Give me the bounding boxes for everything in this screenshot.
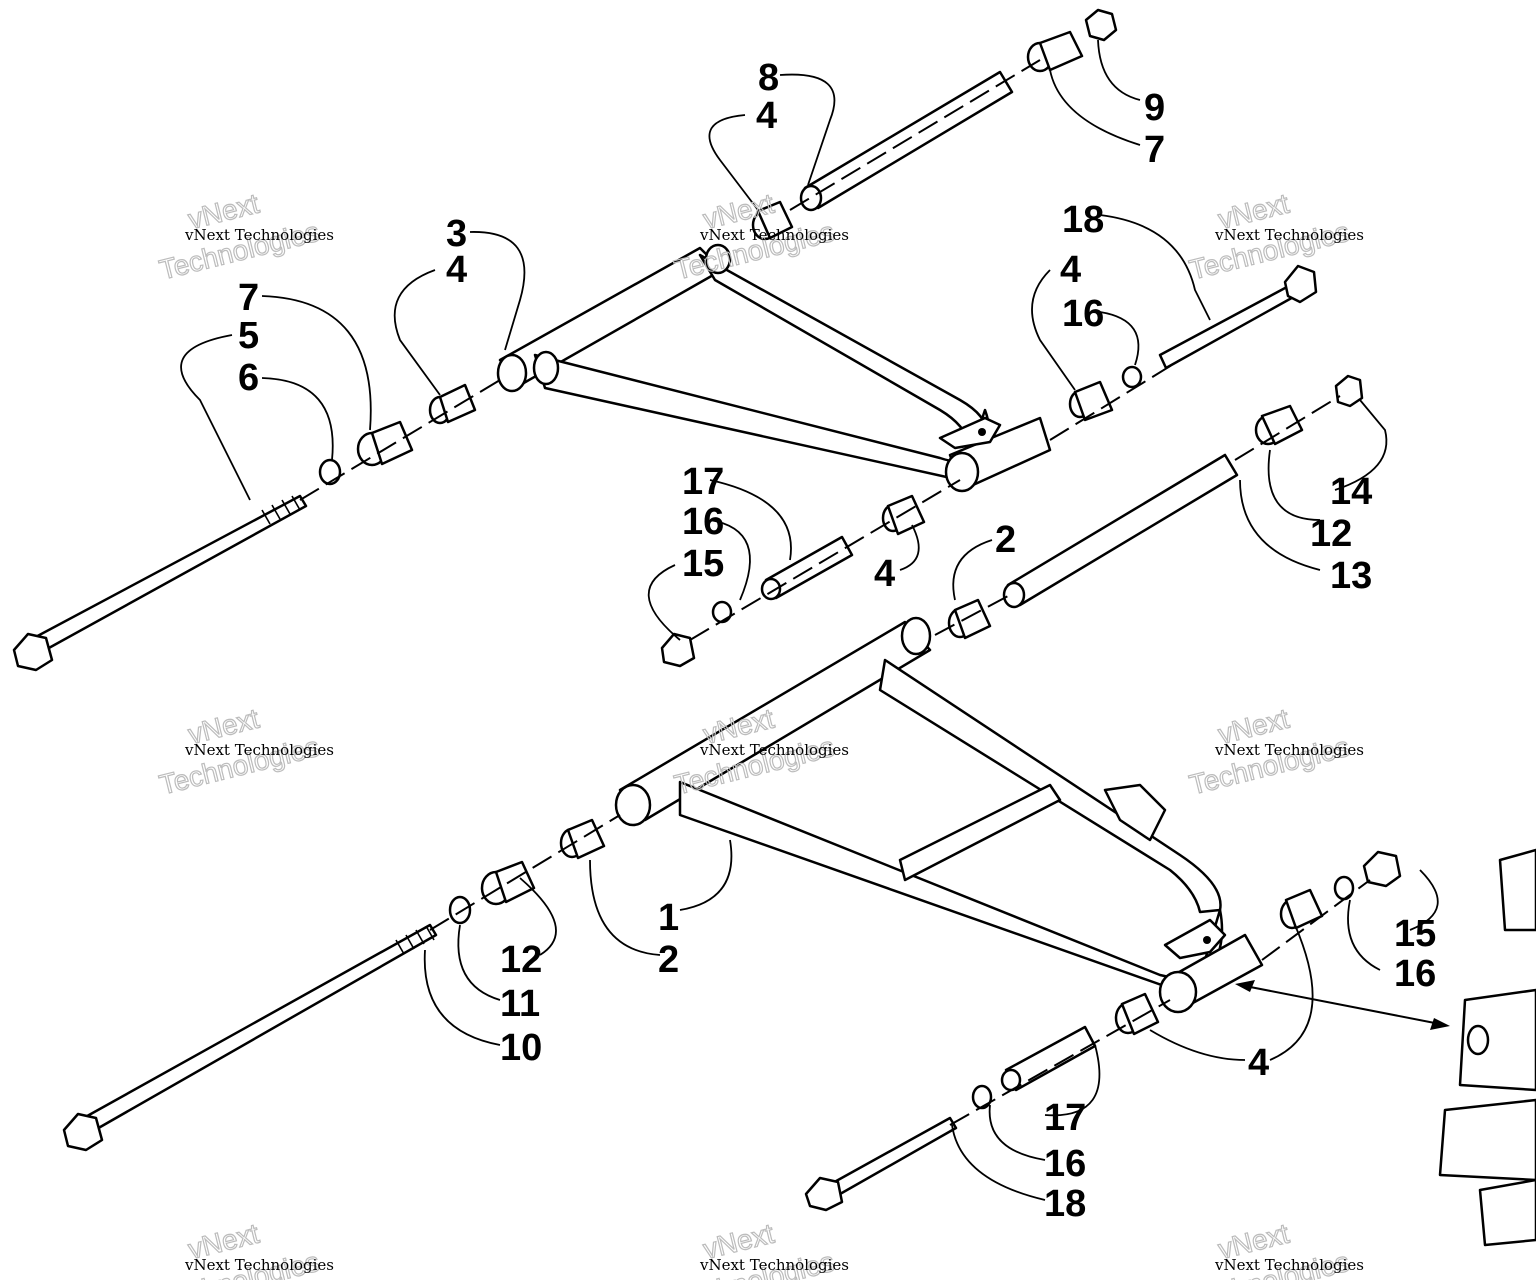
svg-text:vNext Technologies: vNext Technologies [184,741,334,759]
callout-1: 1 [658,897,679,939]
callout-10: 10 [500,1027,542,1069]
callout-18: 18 [1044,1183,1086,1225]
watermark: vNext Technologies vNext Technologies [1186,702,1364,801]
callout-9: 9 [1144,87,1165,129]
callout-4: 4 [1248,1042,1269,1084]
upper-right-bolt [1158,264,1318,370]
lower-a-arm [614,616,1264,1014]
svg-text:vNext Technologies: vNext Technologies [1214,1256,1364,1274]
callout-2: 2 [658,939,679,981]
svg-text:vNext Technologies: vNext Technologies [184,1256,334,1274]
callout-12: 12 [500,939,542,981]
callout-6: 6 [238,357,259,399]
callout-16: 16 [1044,1143,1086,1185]
svg-text:vNext Technologies: vNext Technologies [699,226,849,244]
callout-4: 4 [1060,249,1081,291]
frame-bracket [1438,848,1536,1247]
upper-a-arm [496,243,1052,493]
callout-8: 8 [758,57,779,99]
svg-text:vNext Technologies: vNext Technologies [184,226,334,244]
callout-5: 5 [238,315,259,357]
callout-2: 2 [995,519,1016,561]
callout-17: 17 [1044,1097,1086,1139]
watermark: vNext Technologies vNext Technologies [1186,1217,1364,1280]
callout-15: 15 [682,543,724,585]
callout-14: 14 [1330,471,1372,513]
upper-long-bolt [12,494,308,672]
axis-lines [299,59,1371,1126]
callout-18: 18 [1062,199,1104,241]
lower-shaft [1002,453,1239,609]
watermark: vNext Technologies vNext Technologies [156,1217,334,1280]
callout-4: 4 [874,553,895,595]
svg-text:vNext Technologies: vNext Technologies [699,741,849,759]
callout-labels: 1 2 2 3 4 4 4 4 4 5 6 7 7 8 9 10 11 12 1… [238,57,1436,1225]
watermark: vNext Technologies vNext Technologies [156,702,334,801]
lower-long-bolt [62,923,438,1152]
bushings [318,8,1402,1110]
callout-7: 7 [238,277,259,319]
callout-7: 7 [1144,129,1165,171]
callout-17: 17 [682,461,724,503]
mounting-arrow [1235,980,1450,1030]
watermark: vNext Technologies vNext Technologies [1186,187,1364,286]
spacer-17-lower [1000,1025,1097,1092]
lower-right-bolt [804,1116,958,1212]
callout-12: 12 [1310,513,1352,555]
callout-4: 4 [446,249,467,291]
callout-4: 4 [756,95,777,137]
svg-text:vNext Technologies: vNext Technologies [1214,226,1364,244]
callout-11: 11 [500,983,540,1025]
watermark: vNext Technologies vNext Technologies [671,1217,849,1280]
callout-16: 16 [682,501,724,543]
svg-text:vNext Technologies: vNext Technologies [699,1256,849,1274]
callout-3: 3 [446,213,467,255]
callout-16: 16 [1062,293,1104,335]
callout-16: 16 [1394,953,1436,995]
svg-text:vNext Technologies: vNext Technologies [1214,741,1364,759]
watermark: vNext Technologies vNext Technologies [156,187,334,286]
callout-13: 13 [1330,555,1372,597]
callout-15: 15 [1394,913,1436,955]
leader-lines [180,39,1439,1201]
